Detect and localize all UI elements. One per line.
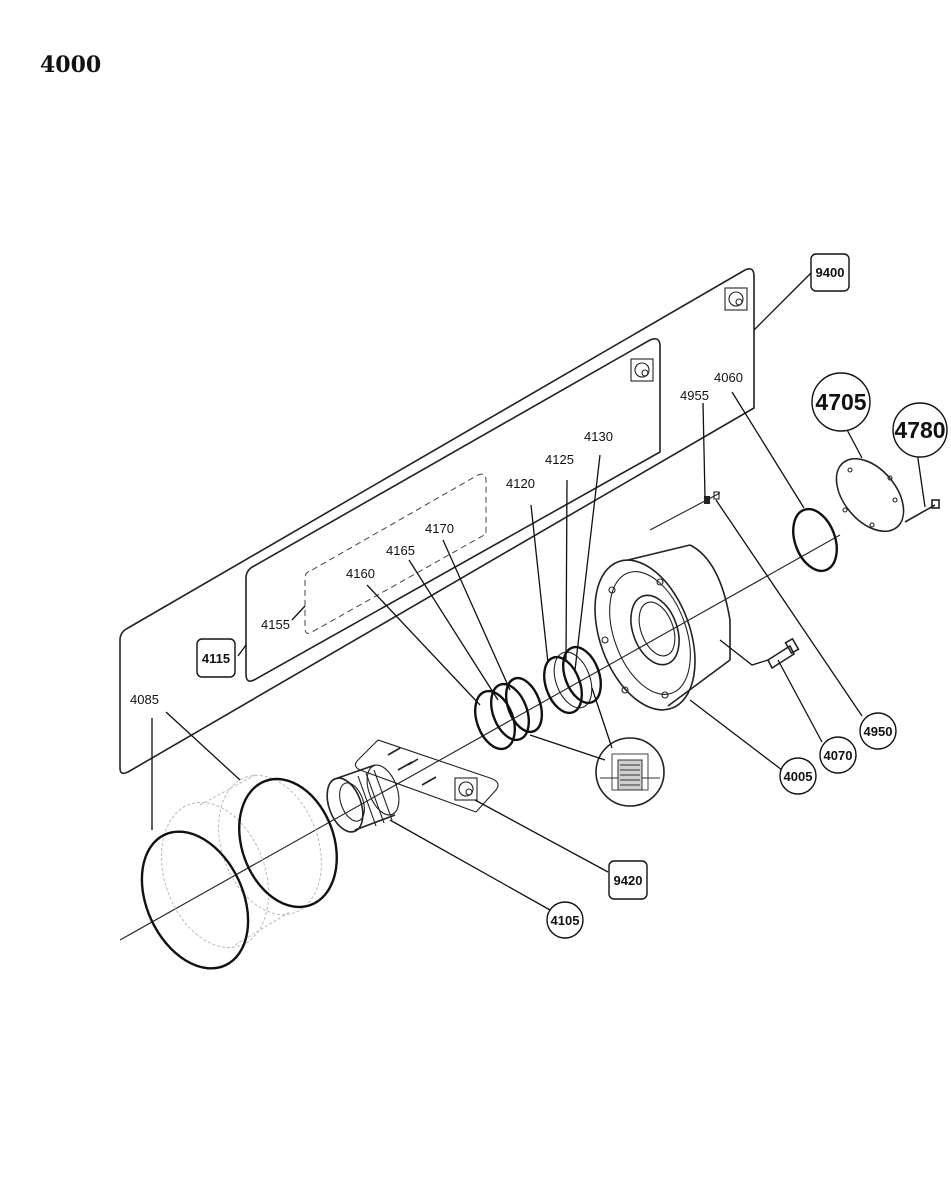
leader-lines <box>151 271 926 911</box>
seal-ring-4170 <box>504 676 544 734</box>
seal-ring-4165 <box>489 682 531 742</box>
boxed-callout-9420: 9420 <box>608 860 648 900</box>
piston-4105 <box>326 764 400 833</box>
callout-4165: 4165 <box>386 543 415 558</box>
boxed-callout-4115: 4115 <box>196 638 236 678</box>
callout-4125: 4125 <box>545 452 574 467</box>
circled-callout-4070: 4070 <box>819 736 857 774</box>
callout-4955: 4955 <box>680 388 709 403</box>
callout-4170: 4170 <box>425 521 454 536</box>
circled-callout-4105: 4105 <box>546 901 584 939</box>
svg-text:4950: 4950 <box>864 724 893 739</box>
kit-icon <box>724 287 748 311</box>
svg-text:4115: 4115 <box>202 651 230 666</box>
kit-icon <box>630 358 654 382</box>
o-ring-4060 <box>792 507 838 573</box>
ring-4130 <box>561 645 603 705</box>
callout-4160: 4160 <box>346 566 375 581</box>
ring-4120 <box>542 655 584 715</box>
circled-callout-4005: 4005 <box>779 757 817 795</box>
kit-panel-9400 <box>119 268 755 775</box>
callout-4155: 4155 <box>261 617 290 632</box>
callout-4085: 4085 <box>130 692 159 707</box>
circled-callout-4950: 4950 <box>859 712 897 750</box>
screw-4780 <box>904 499 940 523</box>
svg-text:4070: 4070 <box>824 748 853 763</box>
cover-4005 <box>594 544 731 711</box>
subkit-4155 <box>304 473 487 634</box>
svg-text:9400: 9400 <box>816 265 845 280</box>
callout-4130: 4130 <box>584 429 613 444</box>
ring-4125 <box>553 651 593 709</box>
callout-4060: 4060 <box>714 370 743 385</box>
page-title: 4000 <box>40 52 102 78</box>
seal-ring-4160 <box>474 689 516 751</box>
circled-callout-4780: 4780 <box>892 402 948 458</box>
svg-text:4005: 4005 <box>784 769 813 784</box>
center-axis <box>119 534 841 941</box>
bolt-4070 <box>766 637 800 670</box>
kit-panel-9420 <box>354 739 499 813</box>
o-ring-4085-small <box>238 777 338 909</box>
detail-section-view <box>595 737 665 807</box>
svg-text:4705: 4705 <box>815 389 866 415</box>
ghost-housing <box>160 774 322 949</box>
callout-4120: 4120 <box>506 476 535 491</box>
gasket-4705 <box>835 457 905 533</box>
pins <box>387 747 437 786</box>
svg-text:4780: 4780 <box>894 417 945 443</box>
plug-4955 <box>704 491 720 504</box>
svg-text:9420: 9420 <box>614 873 643 888</box>
circled-callout-4705: 4705 <box>811 372 871 432</box>
boxed-callout-9400: 9400 <box>810 253 850 292</box>
kit-icon <box>454 777 478 801</box>
svg-text:4105: 4105 <box>551 913 580 928</box>
kit-panel-4115 <box>245 338 661 682</box>
o-ring-4085-large <box>140 830 250 970</box>
